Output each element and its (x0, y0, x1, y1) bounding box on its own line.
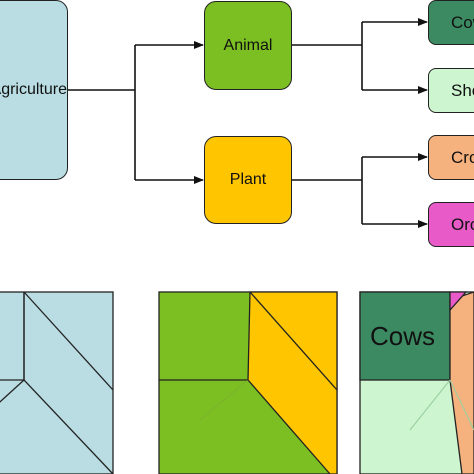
crops-node-label: Crops (451, 147, 474, 167)
sheep-node-label: Sheep (451, 80, 474, 100)
branch-node-animal: Animal (204, 1, 292, 90)
branch-node-plant: Plant (204, 136, 292, 224)
leaf-node-crops: Crops (428, 135, 474, 180)
root-node-agriculture: Agriculture (0, 0, 68, 180)
animal-plant-treemap (158, 291, 338, 474)
agriculture-treemap (0, 291, 114, 474)
cows-region (359, 291, 451, 381)
cows-treemap-label: Cows (370, 321, 435, 351)
root-node-label: Agriculture (0, 81, 67, 98)
crops-region (449, 291, 474, 474)
leaf-node-cows: Cows (428, 0, 474, 45)
leaf-treemap: Cows (359, 291, 474, 474)
plant-node-label: Plant (229, 171, 267, 188)
plant-region (247, 291, 338, 474)
leaf-node-sheep: Sheep (428, 68, 474, 113)
animal-node-label: Animal (223, 36, 273, 54)
orchards-region (449, 291, 468, 312)
cows-node-label: Cows (451, 12, 474, 32)
orchards-node-label: Orchards (451, 214, 474, 234)
leaf-node-orchards: Orchards (428, 202, 474, 247)
